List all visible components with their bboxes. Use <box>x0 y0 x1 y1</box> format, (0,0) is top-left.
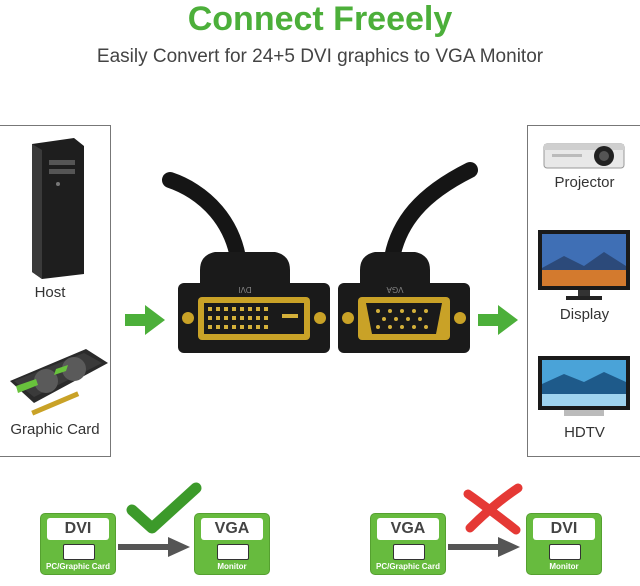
display-label: Display <box>559 306 610 323</box>
invalid-source-caption: PC/Graphic Card <box>375 562 440 571</box>
invalid-target-name: DVI <box>533 518 595 540</box>
dvi-port-icon <box>549 544 581 560</box>
tv-icon <box>538 356 630 416</box>
projector-icon <box>543 143 625 169</box>
hdtv-label: HDTV <box>564 424 605 441</box>
projector-label: Projector <box>554 174 615 191</box>
check-icon <box>126 482 202 534</box>
valid-target-name: VGA <box>201 518 263 540</box>
vga-port-icon <box>393 544 425 560</box>
source-devices-panel: Host Graphic Card <box>0 125 111 457</box>
invalid-source-name: VGA <box>377 518 439 540</box>
invalid-source-box: VGA PC/Graphic Card <box>370 513 446 575</box>
valid-source-caption: PC/Graphic Card <box>45 562 110 571</box>
invalid-target-caption: Monitor <box>549 562 579 571</box>
host-label: Host <box>34 284 66 301</box>
cross-icon <box>463 483 523 535</box>
valid-target-box: VGA Monitor <box>194 513 270 575</box>
invalid-target-box: DVI Monitor <box>526 513 602 575</box>
dvi-plug-text: DVI <box>238 285 251 294</box>
valid-direction-arrow-icon <box>118 537 190 557</box>
dvi-port-icon <box>63 544 95 560</box>
valid-source-box: DVI PC/Graphic Card <box>40 513 116 575</box>
page-title: Connect Freeely <box>187 0 453 38</box>
output-arrow-icon <box>478 305 518 335</box>
valid-source-name: DVI <box>47 518 109 540</box>
invalid-direction-arrow-icon <box>448 537 520 557</box>
input-arrow-icon <box>125 305 165 335</box>
valid-target-caption: Monitor <box>217 562 247 571</box>
monitor-icon <box>538 230 630 300</box>
graphic-card-label: Graphic Card <box>10 421 100 438</box>
vga-port-icon <box>217 544 249 560</box>
page-subtitle: Easily Convert for 24+5 DVI graphics to … <box>96 46 544 67</box>
dvi-to-vga-cable: DVI VGA <box>162 162 478 353</box>
output-devices-panel: Projector Display HDTV <box>527 125 640 457</box>
vga-plug-text: VGA <box>386 285 404 294</box>
graphics-card-icon <box>10 349 108 416</box>
desktop-tower-icon <box>32 138 84 279</box>
